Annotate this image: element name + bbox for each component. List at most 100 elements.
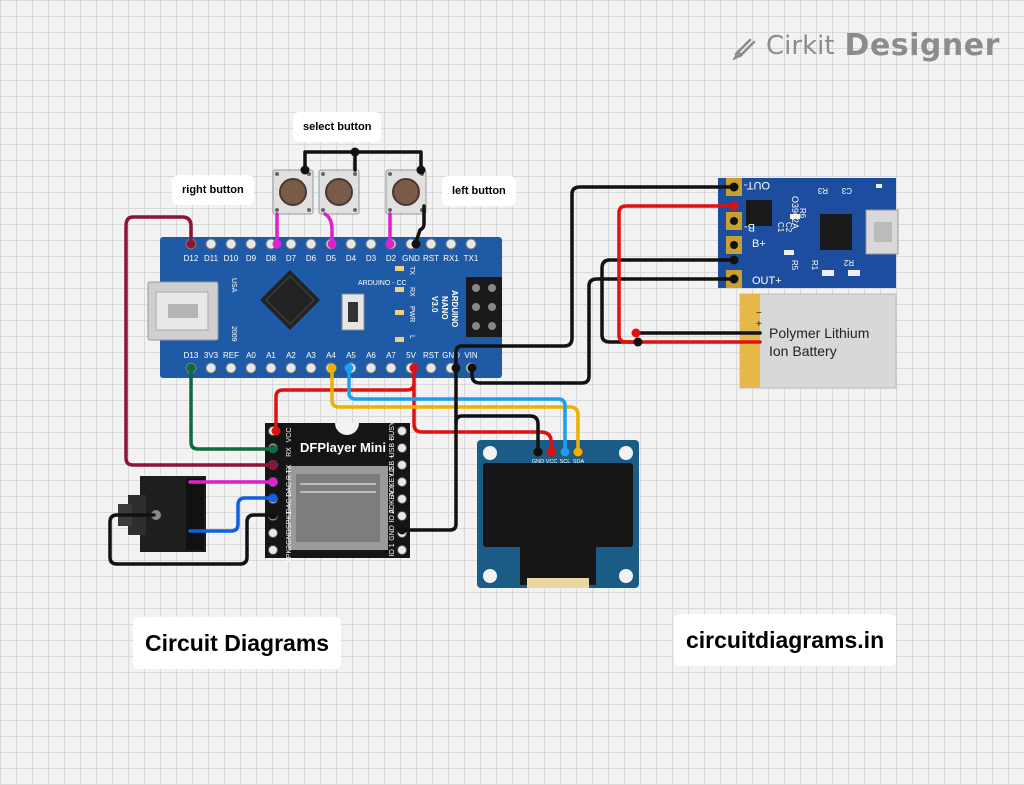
arduino-pin[interactable] — [285, 238, 297, 250]
charger-led — [822, 270, 834, 276]
arduino-pin[interactable] — [365, 238, 377, 250]
battery-body — [739, 293, 897, 389]
charger-part-label: R3 — [817, 186, 828, 195]
dfplayer-pin[interactable] — [397, 477, 407, 487]
oled-pin-label: SDA — [573, 459, 585, 465]
arduino-pin[interactable] — [245, 362, 257, 374]
led-pwr-label: PWR — [408, 306, 415, 322]
arduino-pin[interactable] — [245, 238, 257, 250]
arduino-pin[interactable] — [425, 238, 437, 250]
arduino-pin[interactable] — [305, 238, 317, 250]
wire-gnd-dfplayer-gnd[interactable] — [400, 366, 458, 532]
icsp-pin — [488, 284, 496, 292]
dfplayer-pin[interactable] — [268, 545, 278, 555]
charger-part-label: C2 — [784, 222, 793, 233]
select-button-label: select button — [293, 112, 382, 142]
arduino-pin[interactable] — [465, 238, 477, 250]
dfplayer-pin[interactable] — [397, 426, 407, 436]
dfplayer-pin[interactable] — [397, 460, 407, 470]
arduino-pin-label: D6 — [306, 254, 317, 263]
wire-endpoint-dot — [268, 493, 278, 503]
wire-gnd-jack[interactable] — [108, 513, 275, 566]
arduino-pin[interactable] — [445, 238, 457, 250]
wire-endpoint-dot — [344, 363, 354, 373]
select-push-button[interactable] — [318, 169, 360, 215]
wire-endpoint-dot — [272, 239, 282, 249]
wire-charger-bminus-battery[interactable] — [600, 258, 736, 344]
wire-endpoint-dot — [350, 147, 360, 157]
led-tx-label: TX — [408, 266, 415, 275]
charger-part-label: R2 — [843, 258, 854, 267]
wire-5v-oled-vcc[interactable] — [412, 382, 553, 454]
wire-dac-l-jack[interactable] — [188, 496, 275, 533]
arduino-pin-label: A0 — [246, 351, 256, 360]
wire-d12-dfplayer-tx[interactable] — [124, 215, 275, 467]
wire-endpoint-dot — [560, 447, 570, 457]
arduino-pin-label: 5V — [406, 351, 416, 360]
wire-gnd-oled-gnd[interactable] — [454, 414, 540, 454]
wire-endpoint-dot — [397, 525, 407, 535]
arduino-pin[interactable] — [345, 238, 357, 250]
dfplayer-pin-label: USB - — [389, 438, 396, 457]
wire-endpoint-dot — [268, 477, 278, 487]
arduino-pin[interactable] — [265, 362, 277, 374]
dfplayer-pin[interactable] — [397, 443, 407, 453]
wire-left-button-gnd[interactable] — [414, 204, 426, 244]
wire-gnd-charger-out-minus[interactable] — [454, 185, 736, 370]
arduino-pin-label: RST — [423, 254, 439, 263]
led-rx — [395, 287, 404, 292]
wire-charger-bplus-battery[interactable] — [617, 204, 762, 344]
wire-endpoint-dot — [268, 460, 278, 470]
wire-endpoint-dot — [451, 363, 461, 373]
arduino-pin[interactable] — [205, 238, 217, 250]
charger-mosfet — [746, 200, 772, 226]
arduino-pin[interactable] — [385, 362, 397, 374]
charger-part-label: R1 — [810, 260, 819, 271]
wire-endpoint-dot — [409, 363, 419, 373]
wire-vin-charger-out-plus[interactable] — [470, 277, 736, 385]
wire-endpoint-dot — [186, 239, 196, 249]
charger-part-label: R6 — [798, 208, 807, 219]
charger-chip-label: O3962A — [790, 196, 800, 229]
dfplayer-pin-label: BUSY — [389, 421, 396, 440]
dfplayer-pin[interactable] — [397, 545, 407, 555]
left-push-button[interactable] — [385, 169, 427, 215]
arduino-pin-label: RST — [423, 351, 439, 360]
wire-endpoint-dot — [327, 239, 337, 249]
right-push-button[interactable] — [272, 169, 314, 215]
arduino-pin[interactable] — [365, 362, 377, 374]
led-l-label: L — [408, 335, 415, 339]
arduino-pin[interactable] — [425, 362, 437, 374]
wire-select-button-d5[interactable] — [323, 212, 334, 246]
oled-mount-hole — [483, 569, 497, 583]
arduino-pin-label: D7 — [286, 254, 297, 263]
charger-part-label: C3 — [841, 186, 852, 195]
wire-endpoint-dot — [633, 337, 643, 347]
arduino-pin[interactable] — [225, 362, 237, 374]
push-buttons[interactable] — [272, 169, 427, 215]
dfplayer-notch — [335, 423, 359, 435]
arduino-nano[interactable]: USA 2009 TX RX PWR L ARDUINO - CC ARDUIN… — [147, 237, 502, 378]
arduino-pin-label: GND — [442, 351, 460, 360]
arduino-pin[interactable] — [305, 362, 317, 374]
arduino-pin-label: D8 — [266, 254, 277, 263]
wire-endpoint-dot — [268, 444, 278, 454]
battery-label-line2: Ion Battery — [769, 343, 837, 359]
charger-led — [848, 270, 860, 276]
dfplayer-pin[interactable] — [268, 528, 278, 538]
arduino-pin-label: D12 — [184, 254, 199, 263]
lipo-battery[interactable]: Polymer Lithium Ion Battery − + — [739, 293, 897, 389]
dfplayer-pin-label: DAC L — [286, 493, 293, 514]
arduino-pin[interactable] — [205, 362, 217, 374]
dfplayer-pin[interactable] — [397, 511, 407, 521]
arduino-pin[interactable] — [285, 362, 297, 374]
dfplayer-pin-label: SPK2 — [286, 545, 293, 563]
wire-button-bus-black[interactable] — [303, 150, 423, 172]
arduino-pin[interactable] — [225, 238, 237, 250]
wire-d13-dfplayer-rx[interactable] — [189, 366, 275, 451]
dfplayer-pin[interactable] — [397, 494, 407, 504]
